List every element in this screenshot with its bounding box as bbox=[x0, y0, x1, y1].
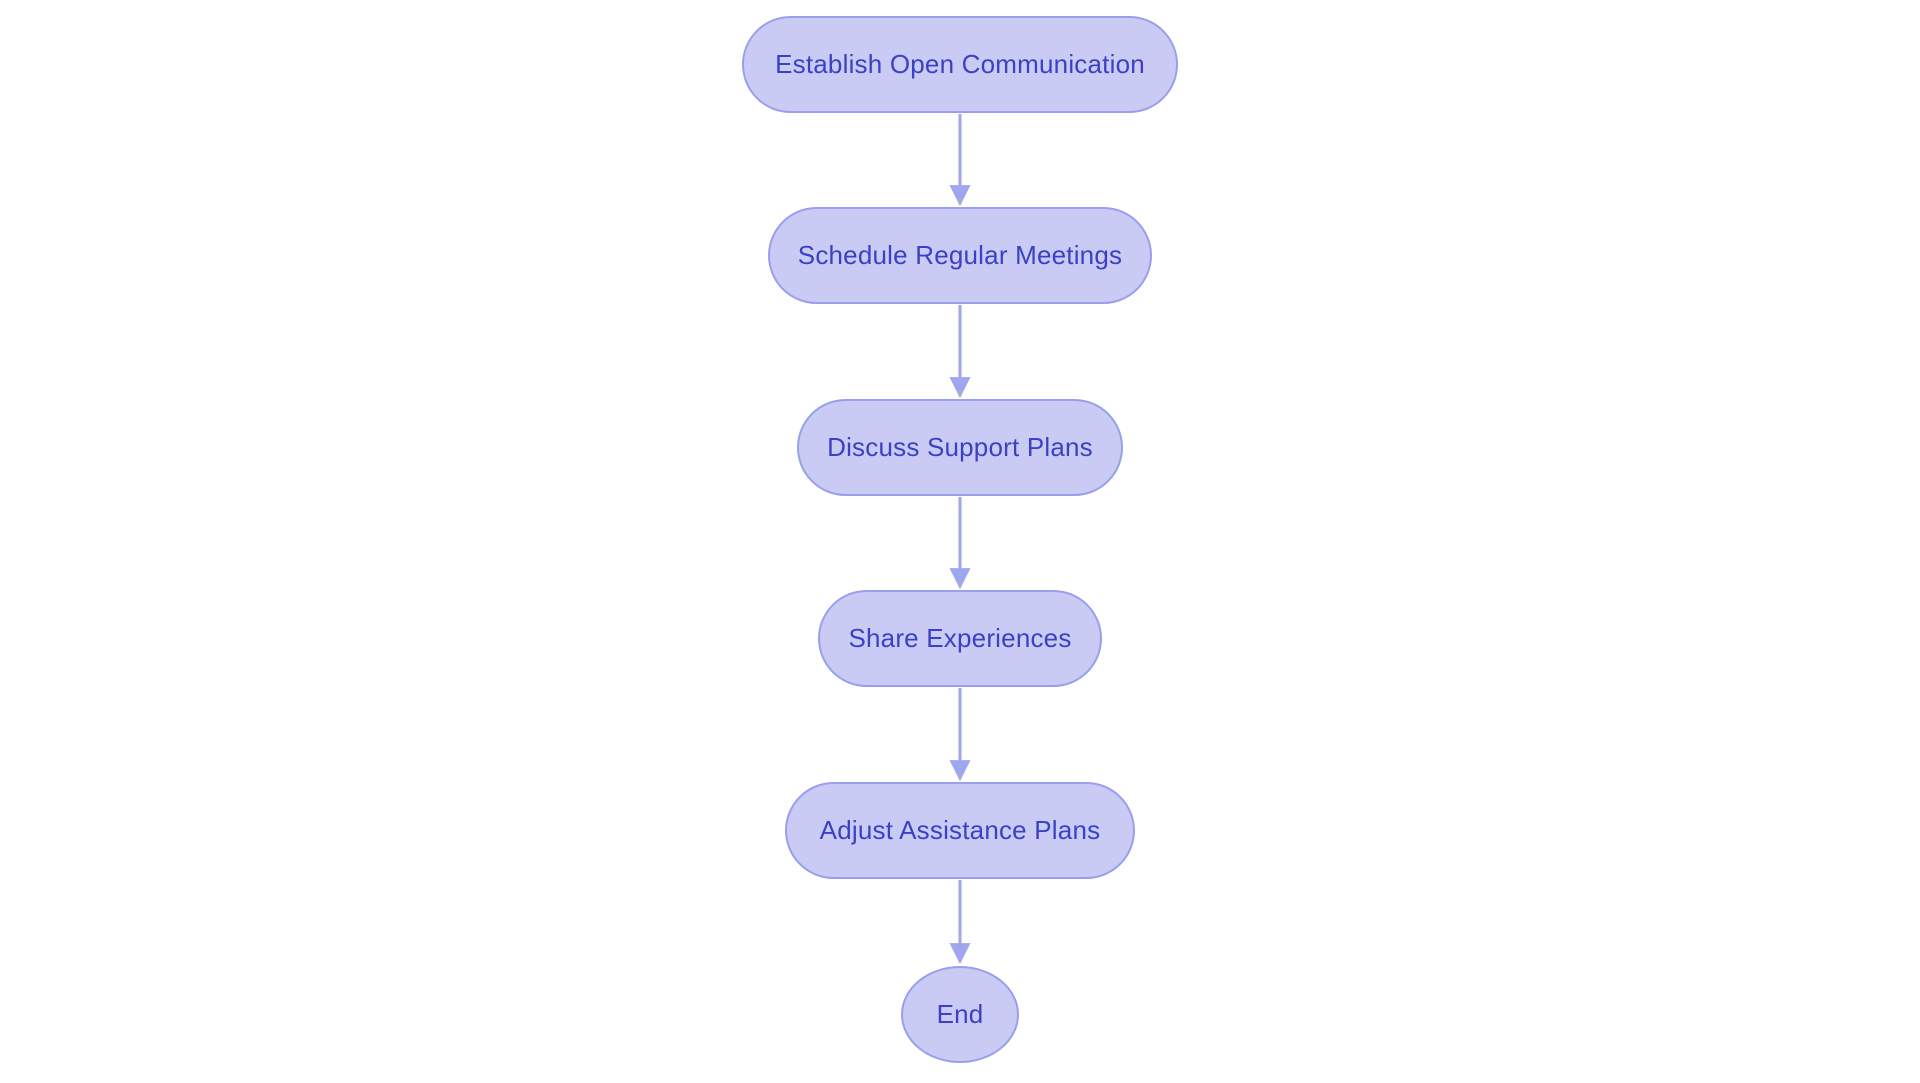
flow-node-label: Schedule Regular Meetings bbox=[797, 240, 1123, 270]
flow-node-label: Establish Open Communication bbox=[775, 49, 1145, 79]
flow-node-label: Share Experiences bbox=[848, 623, 1072, 653]
flow-node-schedule-regular-meetings: Schedule Regular Meetings bbox=[768, 207, 1152, 304]
flow-node-establish-open-communication: Establish Open Communication bbox=[742, 16, 1178, 113]
flow-node-label: End bbox=[936, 999, 984, 1029]
flow-node-label: Discuss Support Plans bbox=[827, 432, 1093, 462]
flow-node-end: End bbox=[901, 966, 1019, 1063]
flow-node-share-experiences: Share Experiences bbox=[818, 590, 1102, 687]
flow-node-label: Adjust Assistance Plans bbox=[819, 815, 1101, 845]
flow-node-discuss-support-plans: Discuss Support Plans bbox=[797, 399, 1123, 496]
flow-node-adjust-assistance-plans: Adjust Assistance Plans bbox=[785, 782, 1135, 879]
